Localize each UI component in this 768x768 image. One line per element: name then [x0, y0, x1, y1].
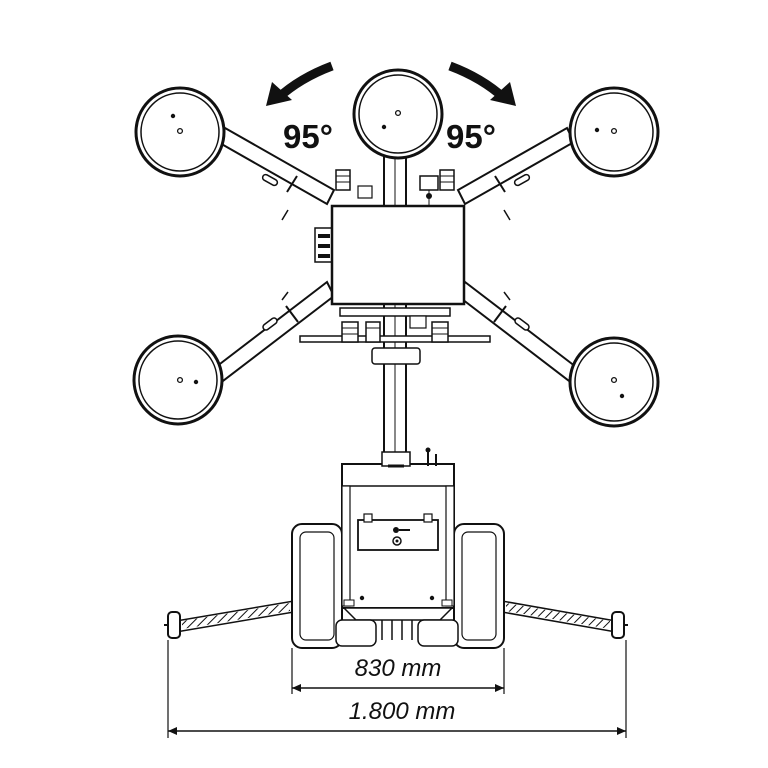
- vacuum-valves-top: [335, 169, 455, 206]
- dimension-outrigger-span: [167, 640, 627, 738]
- suction-pad-top-left: [134, 86, 226, 178]
- suction-pad-top-right: [568, 86, 660, 178]
- suction-pad-top: [352, 68, 444, 160]
- central-frame: [330, 204, 466, 306]
- arm-bottom-left: [210, 280, 336, 386]
- dimension-wheel-track-label: 830 mm: [355, 655, 442, 682]
- outrigger-left: [164, 600, 295, 639]
- dimension-outrigger-span-label: 1.800 mm: [349, 698, 456, 725]
- rotation-left-label: 95°: [283, 118, 333, 155]
- dimension-wheel-track: [291, 648, 505, 694]
- vacuum-valves-bottom: [299, 307, 491, 365]
- rotate-left-arrowhead: [266, 82, 292, 106]
- wheel-right: [453, 523, 505, 649]
- chassis-base-plate: [342, 595, 454, 621]
- suction-pad-bottom-right: [568, 336, 660, 428]
- key-switch-icon: [392, 527, 410, 546]
- rotation-right-label: 95°: [446, 118, 496, 155]
- rear-caster: [335, 619, 459, 647]
- outrigger-right: [501, 600, 628, 639]
- suction-pad-bottom-left: [132, 334, 224, 426]
- arm-bottom-right: [456, 280, 582, 386]
- wheel-left: [291, 523, 343, 649]
- rotate-right-arrowhead: [490, 82, 516, 106]
- side-control-box: [314, 227, 334, 263]
- rotate-left-arrow: [274, 61, 334, 102]
- rotate-right-arrow: [448, 61, 508, 102]
